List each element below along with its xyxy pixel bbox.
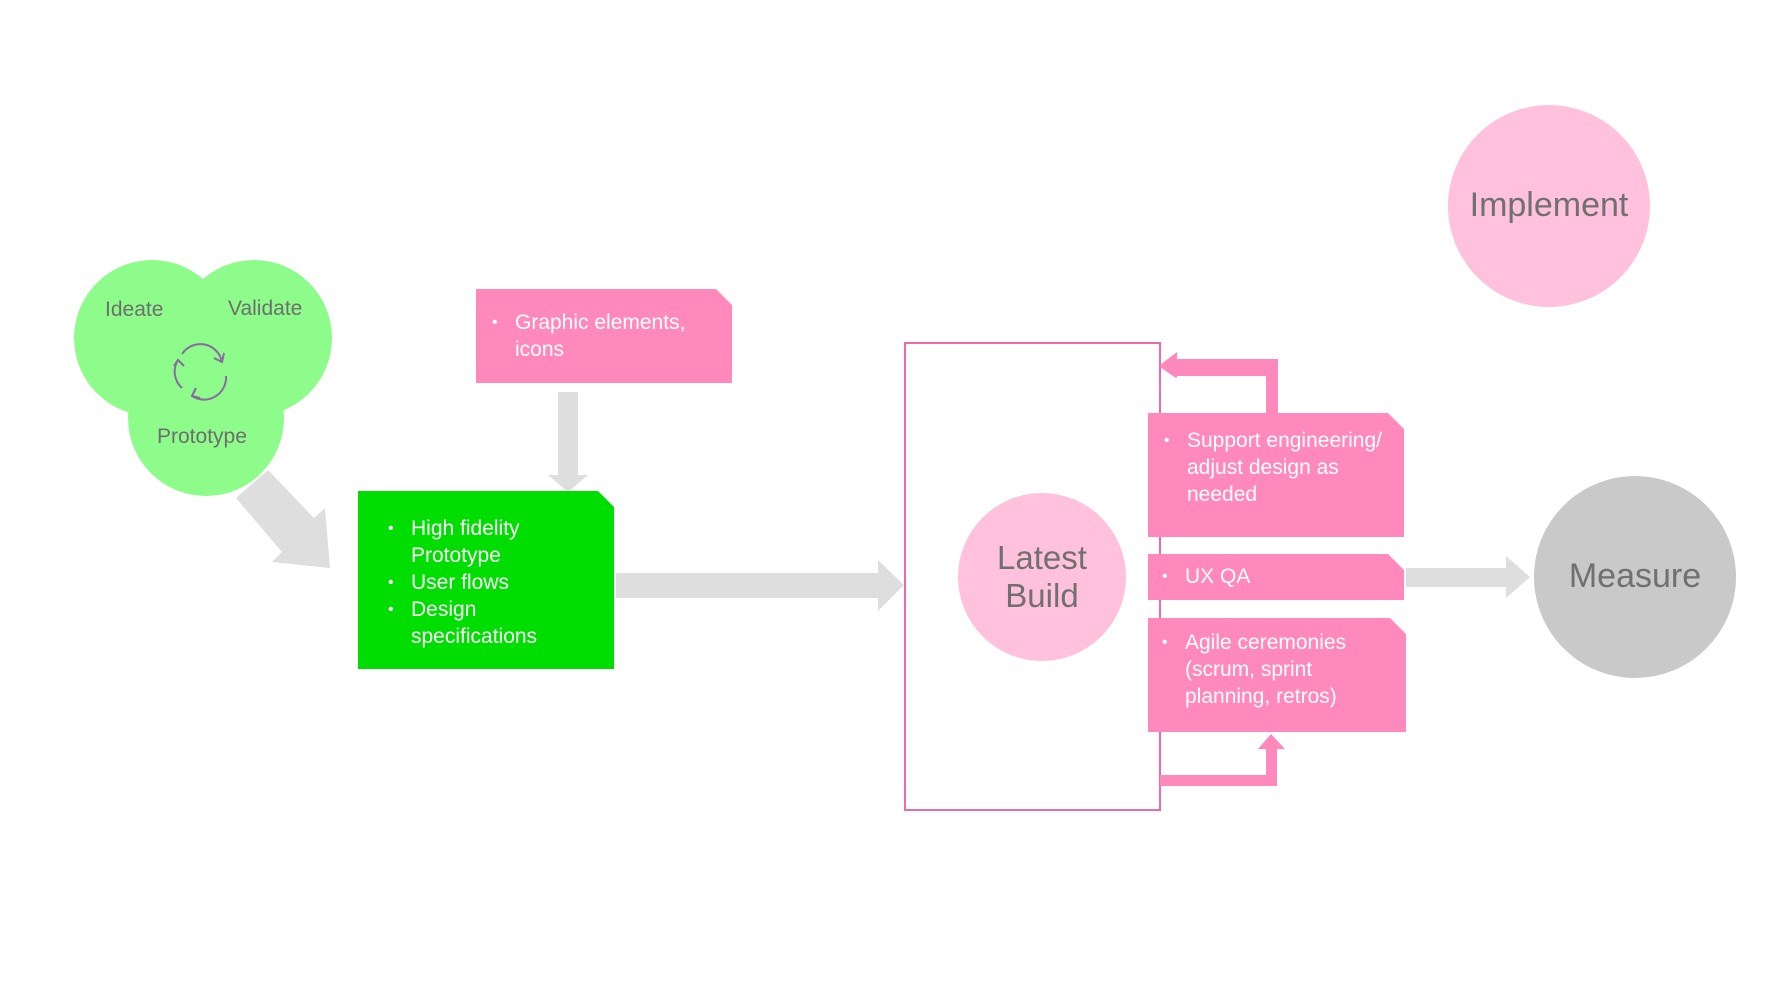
deliverables-note: High fidelity Prototype User flows Desig… (358, 491, 614, 669)
latest-build-circle: Latest Build (958, 493, 1126, 661)
support-note: Support engineering/ adjust design as ne… (1148, 413, 1404, 537)
support-item: Support engineering/ adjust design as ne… (1160, 427, 1390, 508)
graphic-elements-note: Graphic elements, icons (476, 289, 732, 383)
arrow-feedback-bottom-head (1258, 734, 1285, 749)
deliverable-item: Design specifications (384, 596, 600, 650)
implement-label: Implement (1469, 186, 1629, 225)
arrow-cycle-to-deliverables (236, 470, 330, 568)
latest-build-label: Latest Build (997, 539, 1087, 615)
refresh-cycle-icon (173, 343, 228, 401)
arrow-feedback-bottom-bar (1160, 775, 1277, 786)
arrow-feedback-top-stem (1266, 359, 1278, 413)
graphic-elements-list: Graphic elements, icons (488, 309, 718, 363)
uxqa-list: UX QA (1158, 563, 1390, 590)
deliverable-item: High fidelity Prototype (384, 515, 600, 569)
measure-label: Measure (1568, 557, 1702, 596)
uxqa-note: UX QA (1148, 554, 1404, 600)
measure-circle: Measure (1534, 476, 1736, 678)
agile-item: Agile ceremonies (scrum, sprint planning… (1158, 629, 1392, 710)
graphic-elements-item: Graphic elements, icons (488, 309, 718, 363)
cycle-label-validate: Validate (228, 297, 303, 320)
arrow-feedback-top-bar (1175, 359, 1278, 371)
arrow-feedback-top-head (1160, 352, 1177, 378)
agile-list: Agile ceremonies (scrum, sprint planning… (1158, 629, 1392, 710)
uxqa-item: UX QA (1158, 563, 1390, 590)
agile-note: Agile ceremonies (scrum, sprint planning… (1148, 618, 1406, 732)
latest-build-label-line1: Latest (997, 539, 1087, 577)
cycle-label-ideate: Ideate (105, 298, 164, 321)
support-list: Support engineering/ adjust design as ne… (1160, 427, 1390, 508)
deliverables-list: High fidelity Prototype User flows Desig… (384, 515, 600, 650)
cycle-circle-prototype (128, 340, 284, 496)
arrow-graphics-down (548, 392, 588, 492)
latest-build-label-line2: Build (1005, 577, 1079, 614)
arrow-to-measure (1406, 556, 1530, 598)
arrow-to-build (616, 560, 904, 611)
cycle-label-prototype: Prototype (157, 425, 247, 448)
arrow-feedback-bottom-stem (1266, 748, 1277, 786)
deliverable-item: User flows (384, 569, 600, 596)
implement-circle: Implement (1448, 105, 1650, 307)
